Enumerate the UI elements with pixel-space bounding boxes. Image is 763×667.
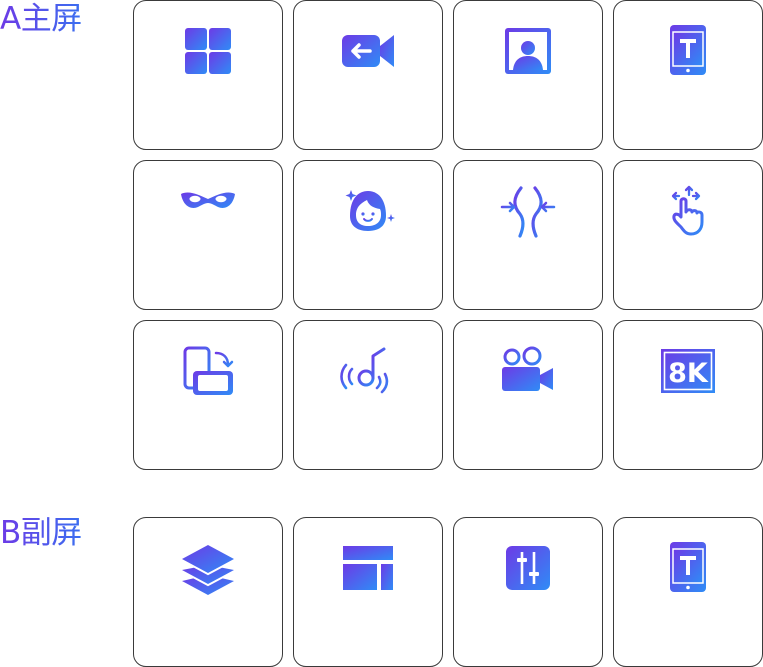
layers-stack-icon [179,541,237,599]
section-b-title: B副屏 [0,515,82,551]
section-a-title: A主屏 [0,1,82,37]
section-b-grid [133,517,763,667]
tile-masquerade-mask[interactable] [133,160,283,310]
tile-music-note[interactable] [293,320,443,470]
tile-slim-waist[interactable] [453,160,603,310]
tile-windows-grid[interactable] [133,0,283,150]
windows-grid-icon [179,24,237,82]
video-camera-back-icon [339,24,397,82]
section-a-grid: 8K [133,0,763,470]
tile-girl-face[interactable] [293,160,443,310]
tile-tablet-text[interactable] [613,0,763,150]
tile-equalizer-sliders[interactable] [453,517,603,667]
rotate-screen-icon [179,344,237,402]
movie-camera-icon [499,344,557,402]
tile-rotate-screen[interactable] [133,320,283,470]
touch-gesture-icon [659,184,717,242]
tablet-text-icon [659,541,717,599]
tile-tablet-text[interactable] [613,517,763,667]
layout-template-icon [339,541,397,599]
tile-movie-camera[interactable] [453,320,603,470]
8k-badge-icon: 8K [659,344,717,402]
tile-portrait-frame[interactable] [453,0,603,150]
music-note-sound-icon [339,344,397,402]
svg-text:8K: 8K [668,358,709,389]
equalizer-sliders-icon [499,541,557,599]
tablet-text-icon [659,24,717,82]
slim-waist-icon [499,184,557,242]
masquerade-mask-icon [179,184,237,242]
girl-face-sparkle-icon [339,184,397,242]
tile-layers-stack[interactable] [133,517,283,667]
tile-video-camera-back[interactable] [293,0,443,150]
portrait-frame-icon [499,24,557,82]
tile-8k[interactable]: 8K [613,320,763,470]
tile-layout-template[interactable] [293,517,443,667]
tile-touch-gesture[interactable] [613,160,763,310]
